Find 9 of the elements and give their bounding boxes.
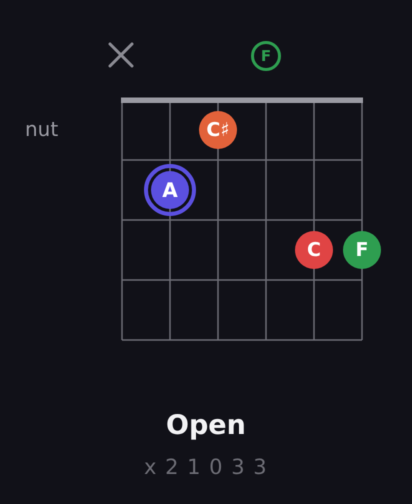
- fret-position-label: nut: [25, 118, 58, 141]
- fingering-text: x 2 1 0 3 3: [144, 455, 268, 480]
- open-string-marker: F: [251, 41, 281, 71]
- root-finger-dot: A: [144, 164, 196, 216]
- cross-icon: [108, 42, 134, 68]
- chord-name: Open: [166, 410, 246, 442]
- finger-dot: C: [295, 231, 333, 269]
- finger-dot: F: [343, 231, 381, 269]
- finger-dot: C♯: [199, 111, 237, 149]
